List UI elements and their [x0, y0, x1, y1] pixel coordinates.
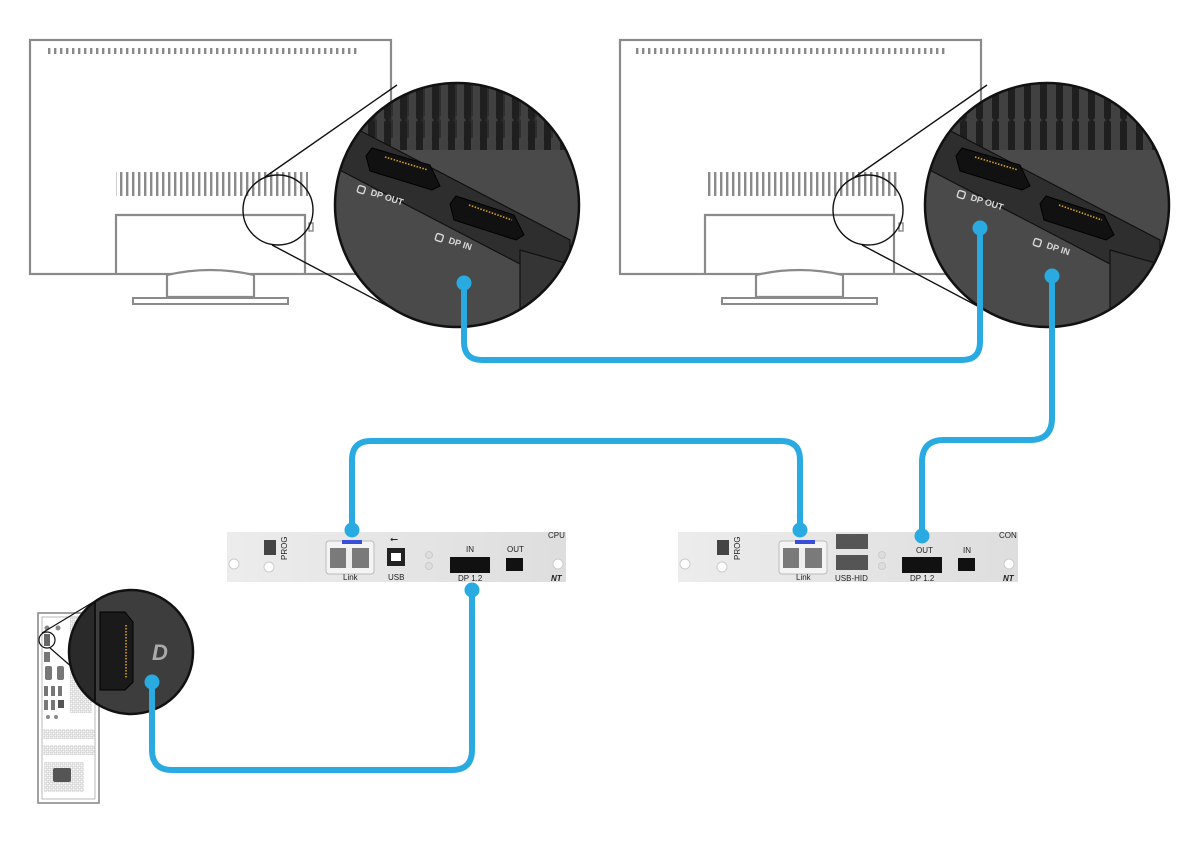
cable-endpoint [464, 582, 480, 598]
monitor-2-stand-plate [703, 213, 896, 274]
cpu-led [425, 551, 433, 559]
monitor-1-rear-vent [116, 172, 308, 196]
monitor-2-stand-neck [754, 268, 845, 299]
cpu-link-port[interactable] [325, 540, 375, 575]
monitor-2-stand-base [721, 297, 878, 305]
cpu-module: PROG Link ⭠ USB IN DP 1.2 OUT CPU NT [227, 531, 566, 583]
con-led [878, 562, 886, 570]
computer-displayport [99, 611, 134, 691]
monitor-1 [28, 38, 398, 311]
computer-magnify-source [38, 631, 56, 649]
magnify-line [271, 244, 396, 311]
monitor-1-stand-base [132, 297, 289, 305]
cpu-dp-in-port[interactable] [450, 557, 490, 573]
displayport-icon [1032, 237, 1043, 248]
cpu-link-label: Link [343, 573, 359, 582]
cpu-prog-label: PROG [280, 536, 289, 560]
magnify-line [264, 84, 398, 178]
con-dp-out-port[interactable] [902, 557, 942, 573]
con-type-label: CON [999, 531, 1017, 540]
cpu-dp-out-label: OUT [507, 545, 524, 554]
cable-computer-to-cpu-in [149, 587, 475, 773]
monitor-1-body [28, 38, 393, 276]
con-dp-version-label: DP 1.2 [910, 574, 935, 583]
monitor-1-magnify-source [242, 174, 314, 246]
usb-icon: ⭠ [390, 534, 398, 545]
cable-endpoint [144, 674, 160, 690]
cpu-dp-version-label: DP 1.2 [458, 574, 483, 583]
con-dp-in-port[interactable] [958, 558, 975, 571]
con-prog-label: PROG [733, 536, 742, 560]
cable-endpoint [914, 528, 930, 544]
monitor-2-dp-out-port [955, 147, 1031, 191]
con-link-label: Link [796, 573, 812, 582]
cable-endpoint [972, 220, 988, 236]
screw-icon [263, 561, 275, 573]
cpu-usb-label: USB [388, 573, 404, 582]
monitor-2-body [618, 38, 983, 276]
screw-icon [228, 558, 240, 570]
monitor-1-top-vent [47, 48, 357, 54]
cables [149, 225, 1055, 773]
monitor-2 [618, 38, 988, 311]
cpu-dp-in-label: IN [466, 545, 474, 554]
cpu-led [425, 562, 433, 570]
cable-endpoint [456, 275, 472, 291]
monitor-1-dp-out-port [365, 147, 441, 191]
screw-icon [552, 558, 564, 570]
cpu-type-label: CPU [548, 531, 565, 540]
con-dp-out-label: OUT [916, 546, 933, 555]
magnify-line [861, 244, 986, 311]
computer-dp-port[interactable] [44, 634, 50, 646]
monitor-2-top-vent [636, 48, 946, 54]
monitor-2-dp-in-port [1039, 195, 1115, 241]
magnify-line [854, 84, 988, 178]
con-led [878, 551, 886, 559]
displayport-icon [434, 232, 445, 243]
con-prog-port[interactable] [717, 540, 729, 555]
displayport-icon: D [152, 640, 168, 665]
monitor-1-stand-neck [165, 268, 256, 299]
con-link-port[interactable] [778, 540, 828, 575]
con-usb-label: USB-HID [835, 574, 868, 583]
cable-endpoint [344, 522, 360, 538]
con-dp-in-label: IN [963, 546, 971, 555]
computer-zoom-view: D [67, 588, 195, 716]
monitor-2-rear-vent [705, 172, 897, 196]
screw-icon [716, 561, 728, 573]
con-usb-port-2[interactable] [836, 555, 868, 570]
cable-endpoint [1044, 268, 1060, 284]
cable-link-fiber [349, 438, 803, 533]
con-series-label: NT [1003, 574, 1015, 583]
screw-icon [1003, 558, 1015, 570]
displayport-icon [356, 184, 367, 195]
monitor-2-magnify-source [832, 174, 904, 246]
screw-icon [679, 558, 691, 570]
cable-endpoints [144, 220, 1060, 690]
con-module: PROG Link USB-HID OUT DP 1.2 IN CON NT [678, 531, 1018, 583]
displayport-icon [956, 189, 967, 200]
cable-monitor2-out-to-monitor1-in [461, 225, 983, 363]
con-usb-port-1[interactable] [836, 534, 868, 549]
cpu-series-label: NT [551, 574, 563, 583]
cable-endpoint [792, 522, 808, 538]
monitor-1-dp-in-port [449, 195, 525, 241]
cable-con-out-to-monitor2-in [919, 273, 1055, 539]
cpu-dp-out-port[interactable] [506, 558, 523, 571]
monitor-1-stand-plate [114, 213, 307, 274]
cpu-prog-port[interactable] [264, 540, 276, 555]
